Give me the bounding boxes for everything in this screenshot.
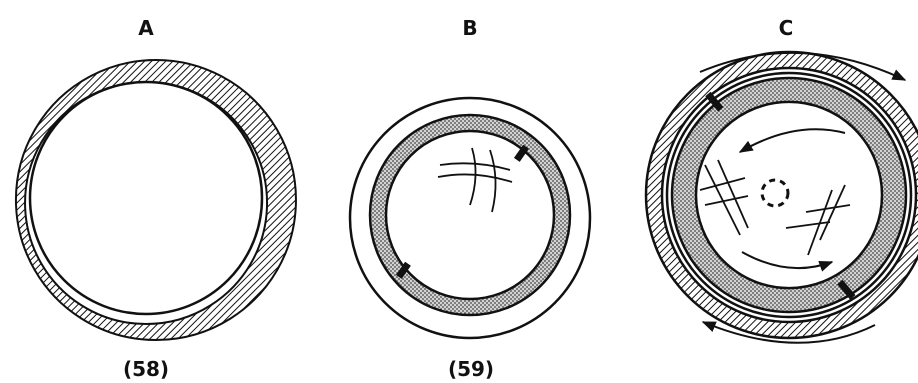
- inner-circle-a: [30, 82, 262, 314]
- arrow-inner-top: [740, 129, 845, 152]
- panel-label-a: A: [138, 16, 154, 40]
- diagram-c: [646, 52, 918, 343]
- diagram-b: [350, 98, 590, 338]
- arrow-inner-bottom: [742, 252, 832, 268]
- diagram-a: [16, 60, 296, 340]
- figure-number-59: (59): [448, 357, 494, 381]
- panel-label-b: B: [462, 16, 477, 40]
- panel-label-c: C: [779, 16, 794, 40]
- figure-number-58: (58): [123, 357, 169, 381]
- center-dashed-circle: [762, 180, 788, 206]
- crack-lines-c-left: [700, 160, 748, 235]
- crack-lines-c-right: [786, 185, 850, 255]
